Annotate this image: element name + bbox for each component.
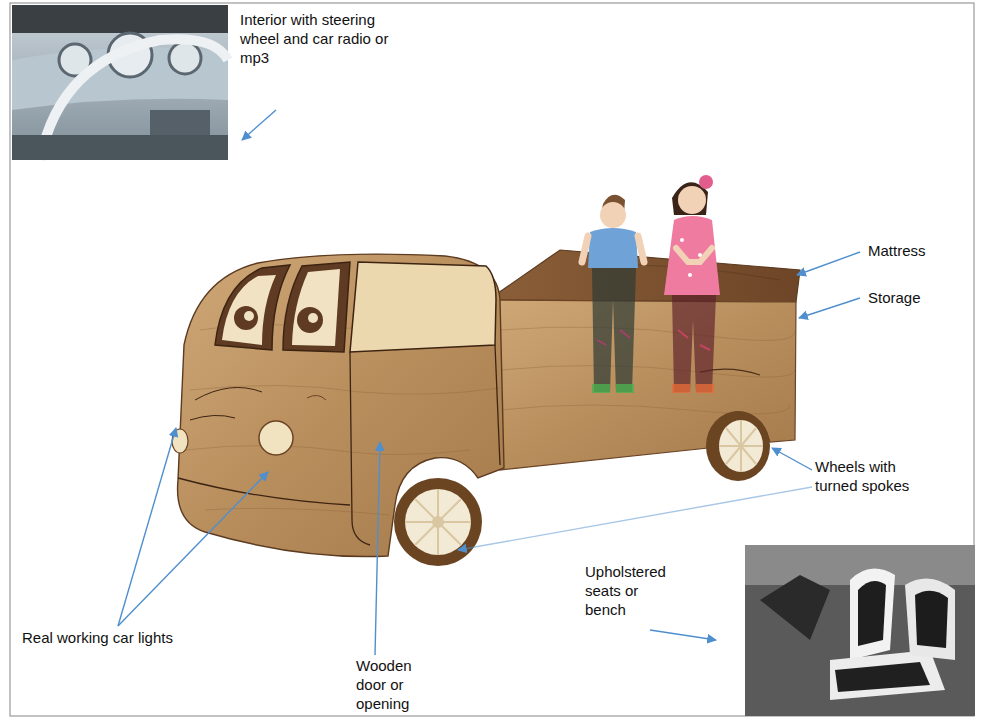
interior-photo — [169, 42, 201, 74]
front-wheel — [432, 516, 444, 528]
rear-wheel — [719, 420, 763, 472]
front-wheel — [405, 489, 471, 555]
callout-label: Real working car lights — [22, 628, 282, 647]
leader-arrow — [799, 298, 860, 318]
leader-arrow — [118, 110, 860, 655]
frame-border — [10, 3, 974, 716]
truck-cab — [244, 311, 254, 321]
girl-figure — [680, 238, 684, 242]
girl-figure — [672, 384, 690, 393]
truck-bed — [500, 327, 795, 340]
leader-arrow — [458, 487, 812, 550]
callout-label: Mattress — [868, 241, 968, 260]
front-wheel — [394, 478, 482, 566]
girl-figure — [672, 295, 716, 392]
truck-cab — [350, 352, 370, 545]
rear-wheel — [706, 411, 770, 481]
seats-photo — [905, 579, 955, 660]
girl-figure — [678, 186, 706, 214]
interior-photo — [12, 5, 228, 160]
truck-cab — [283, 262, 350, 352]
boy-figure — [592, 384, 610, 393]
truck-cab — [259, 421, 293, 455]
truck-cab — [205, 508, 390, 515]
truck-cab — [215, 265, 290, 350]
truck-cab — [495, 345, 500, 465]
girl-figure — [664, 175, 720, 393]
callout-label: Upholstered seats or bench — [585, 562, 680, 619]
seats-photo — [760, 575, 830, 640]
callout-label: Interior with steering wheel and car rad… — [240, 10, 415, 67]
truck-cab — [222, 275, 276, 345]
truck-cab — [297, 307, 323, 333]
boy-figure — [592, 268, 636, 392]
truck-cab — [308, 313, 318, 323]
leader-arrow — [375, 442, 380, 655]
seats-photo — [745, 545, 975, 716]
leader-arrow — [772, 448, 812, 470]
rear-wheel — [719, 420, 763, 472]
front-wheel — [405, 489, 471, 555]
boy-figure — [582, 236, 644, 262]
seats-photo — [858, 581, 886, 646]
seats-photo — [830, 650, 945, 700]
truck-cab — [234, 306, 258, 330]
truck-cab — [178, 478, 350, 505]
leader-arrow — [242, 110, 276, 140]
girl-figure — [696, 384, 714, 393]
girl-figure — [699, 175, 713, 189]
callout-label: Storage — [868, 288, 968, 307]
boy-figure — [600, 202, 626, 228]
truck-cab — [185, 445, 470, 454]
leader-arrow — [797, 252, 860, 275]
leader-arrow — [650, 630, 716, 640]
boy-figure — [597, 330, 630, 345]
truck-cab — [190, 388, 262, 421]
girl-figure — [664, 216, 720, 295]
front-wheel — [394, 478, 482, 566]
truck-cab — [190, 385, 500, 394]
rear-wheel — [706, 411, 770, 481]
girl-figure — [676, 248, 712, 262]
interior-photo — [12, 5, 228, 33]
seats-photo — [745, 545, 975, 716]
truck-bed — [500, 365, 795, 377]
boy-figure — [616, 384, 634, 393]
leader-arrow — [118, 472, 268, 626]
boy-figure — [582, 195, 644, 393]
girl-figure — [678, 330, 710, 350]
callout-label: Wheels with turned spokes — [815, 457, 927, 495]
frame-border — [10, 3, 974, 716]
seats-photo — [850, 569, 895, 660]
callout-label: Wooden door or opening — [356, 656, 436, 713]
girl-figure — [688, 273, 692, 277]
seats-photo — [835, 662, 930, 692]
seats-photo — [915, 591, 948, 648]
truck-cab — [307, 395, 326, 400]
truck-cab — [172, 254, 504, 556]
truck-cab — [292, 269, 340, 346]
truck-cab — [350, 262, 496, 352]
truck-cab — [178, 254, 504, 556]
interior-photo — [12, 135, 228, 160]
interior-photo — [12, 5, 228, 160]
boy-figure — [588, 228, 638, 268]
